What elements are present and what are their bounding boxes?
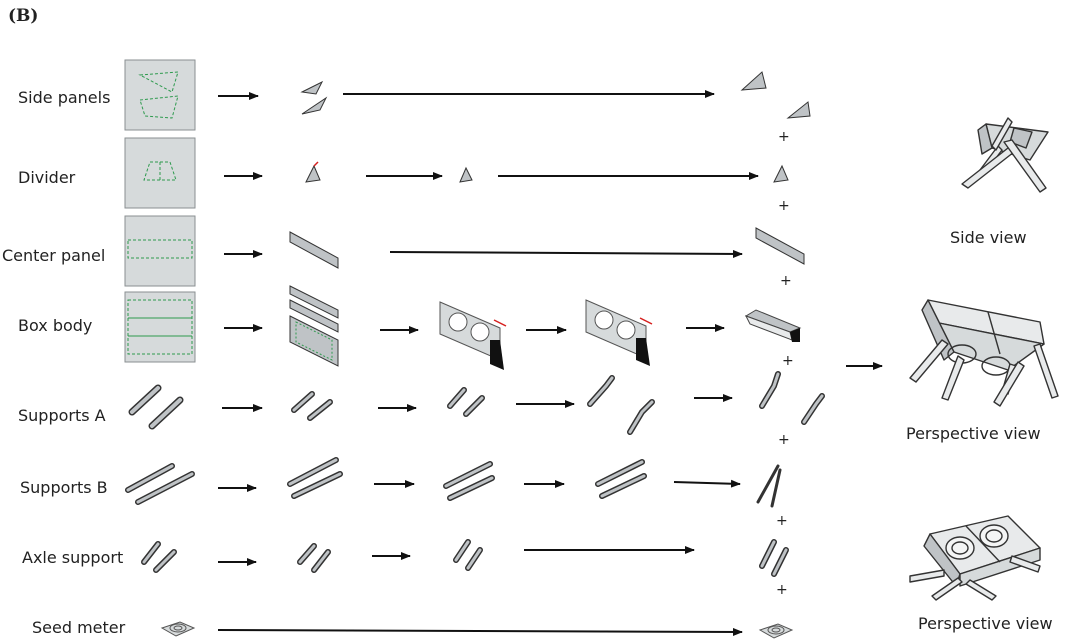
plus-sign: + xyxy=(778,129,790,145)
sheet-divider xyxy=(125,138,195,208)
plus-sign: + xyxy=(780,273,792,289)
plus-sign: + xyxy=(778,198,790,214)
perspective-view-1-drawing xyxy=(910,300,1058,406)
row-box-body xyxy=(224,286,800,370)
plus-sign: + xyxy=(782,353,794,369)
sheet-box-body xyxy=(125,292,195,362)
row-supports-b xyxy=(128,460,780,506)
side-view-drawing xyxy=(962,118,1048,192)
plus-sign: + xyxy=(776,513,788,529)
row-seed-meter xyxy=(162,622,792,638)
seed-meter-part-icon xyxy=(162,622,194,636)
sheet-side-panels xyxy=(125,60,195,130)
plus-signs: + + + + + + + xyxy=(776,129,794,598)
row-side-panels xyxy=(218,72,810,118)
sheet-center-panel xyxy=(125,216,195,286)
plus-sign: + xyxy=(778,432,790,448)
row-supports-a xyxy=(132,374,822,432)
plus-sign: + xyxy=(776,582,788,598)
row-divider xyxy=(224,162,788,182)
row-center-panel xyxy=(224,228,804,268)
row-axle-support xyxy=(144,542,786,574)
perspective-view-2-drawing xyxy=(910,516,1040,600)
seed-meter-assembled-icon xyxy=(760,624,792,638)
